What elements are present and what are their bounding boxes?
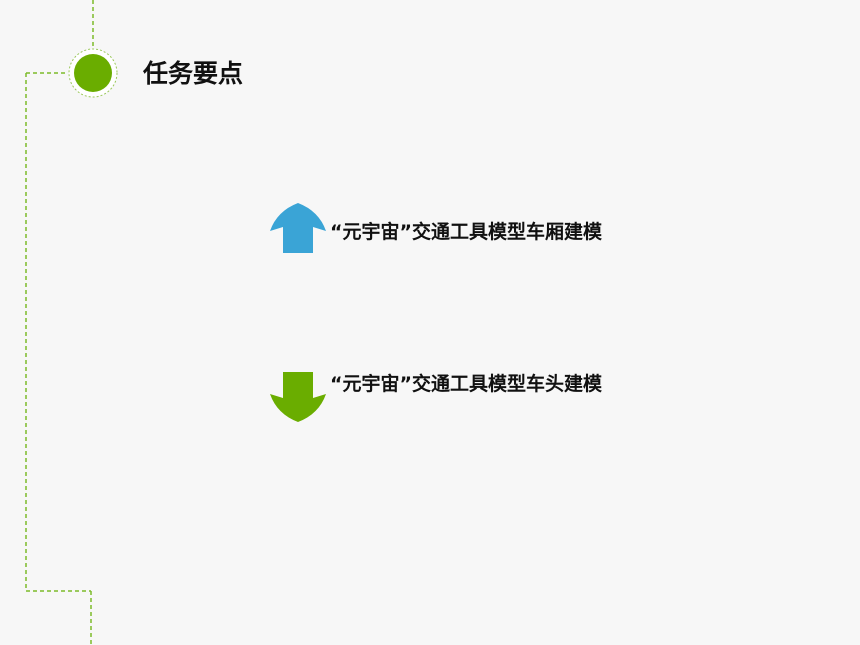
point-item-carriage: “元宇宙”交通工具模型车厢建模 xyxy=(330,221,602,243)
arrow-down-icon xyxy=(270,372,326,422)
point-item-head: “元宇宙”交通工具模型车头建模 xyxy=(330,373,602,395)
arrow-up-icon xyxy=(270,203,326,253)
page-title: 任务要点 xyxy=(143,59,244,88)
title-bullet-circle-icon xyxy=(68,48,118,98)
